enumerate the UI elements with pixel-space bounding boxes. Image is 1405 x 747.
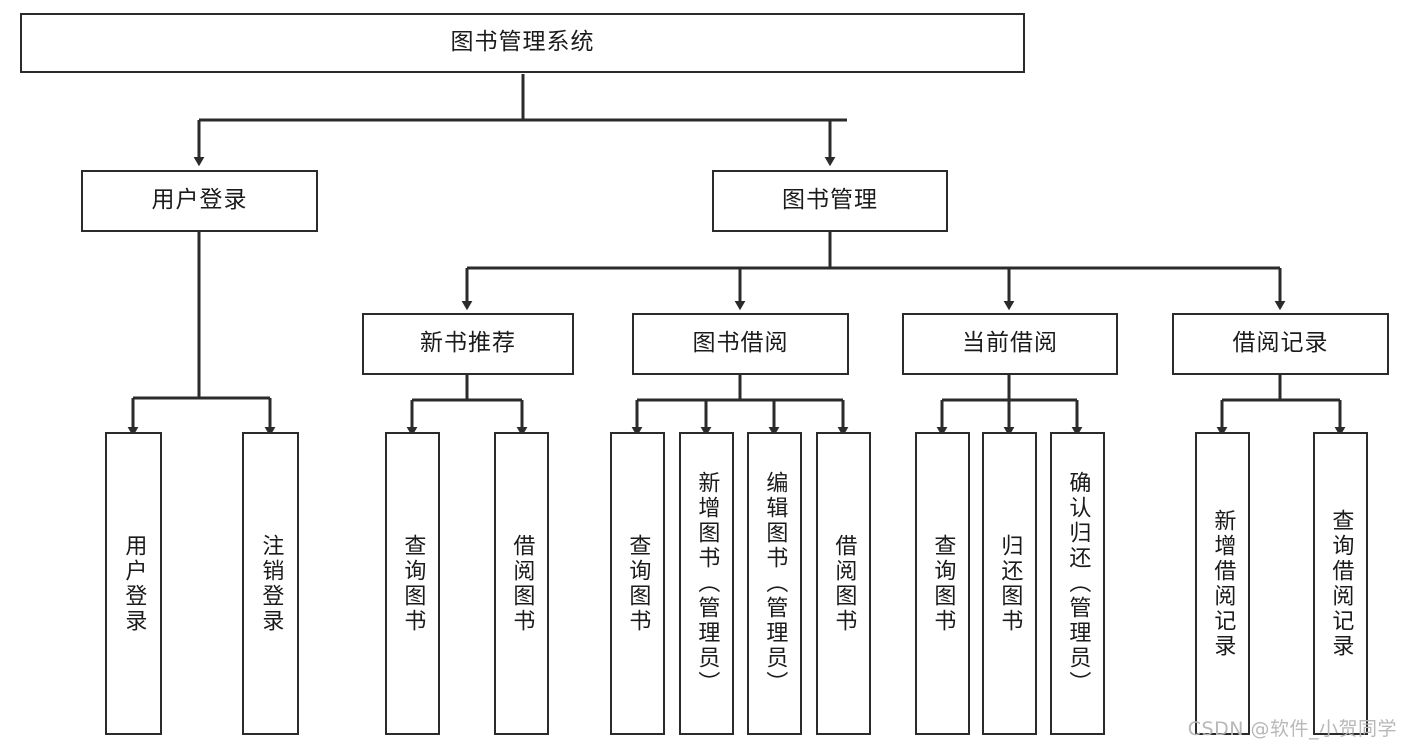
node-root[interactable]: 图书管理系统: [20, 13, 1025, 73]
node-current-borrow[interactable]: 当前借阅: [902, 313, 1118, 375]
node-leaf-query-book-cur-label: 查询图书: [930, 533, 956, 634]
node-new-book-recommend-label: 新书推荐: [420, 330, 516, 357]
node-leaf-query-book-rec[interactable]: 查询图书: [385, 432, 440, 735]
node-leaf-confirm-return-admin-label: 确认归还（管理员）: [1065, 471, 1091, 696]
node-borrow-record[interactable]: 借阅记录: [1172, 313, 1389, 375]
node-borrow-record-label: 借阅记录: [1232, 330, 1329, 357]
node-leaf-edit-book-admin[interactable]: 编辑图书（管理员）: [747, 432, 802, 735]
node-book-manage[interactable]: 图书管理: [712, 170, 948, 232]
node-leaf-query-book-brw[interactable]: 查询图书: [610, 432, 665, 735]
node-leaf-borrow-book-brw-label: 借阅图书: [831, 533, 857, 634]
node-user-login[interactable]: 用户登录: [81, 170, 318, 232]
node-leaf-add-book-admin[interactable]: 新增图书（管理员）: [679, 432, 734, 735]
node-leaf-add-borrow-record-label: 新增借阅记录: [1210, 508, 1236, 659]
node-leaf-borrow-book-rec[interactable]: 借阅图书: [494, 432, 549, 735]
node-user-login-label: 用户登录: [151, 187, 248, 214]
node-leaf-return-book[interactable]: 归还图书: [982, 432, 1037, 735]
node-leaf-return-book-label: 归还图书: [997, 533, 1023, 634]
node-root-label: 图书管理系统: [450, 29, 595, 56]
node-leaf-edit-book-admin-label: 编辑图书（管理员）: [762, 471, 788, 696]
node-leaf-add-borrow-record[interactable]: 新增借阅记录: [1195, 432, 1250, 735]
node-leaf-query-book-cur[interactable]: 查询图书: [915, 432, 970, 735]
node-leaf-query-book-brw-label: 查询图书: [625, 533, 651, 634]
node-leaf-user-login[interactable]: 用户登录: [105, 432, 162, 735]
node-leaf-confirm-return-admin[interactable]: 确认归还（管理员）: [1050, 432, 1105, 735]
node-current-borrow-label: 当前借阅: [962, 330, 1058, 357]
node-leaf-logout-login[interactable]: 注销登录: [242, 432, 299, 735]
node-new-book-recommend[interactable]: 新书推荐: [362, 313, 574, 375]
node-book-borrow[interactable]: 图书借阅: [632, 313, 849, 375]
node-leaf-add-book-admin-label: 新增图书（管理员）: [694, 471, 720, 696]
node-leaf-query-borrow-record-label: 查询借阅记录: [1328, 508, 1354, 659]
node-leaf-borrow-book-rec-label: 借阅图书: [509, 533, 535, 634]
node-leaf-query-borrow-record[interactable]: 查询借阅记录: [1313, 432, 1368, 735]
node-leaf-borrow-book-brw[interactable]: 借阅图书: [816, 432, 871, 735]
csdn-watermark: CSDN @软件_小贺同学: [1187, 718, 1397, 740]
node-leaf-query-book-rec-label: 查询图书: [400, 533, 426, 634]
node-book-borrow-label: 图书借阅: [692, 330, 789, 357]
node-leaf-user-login-label: 用户登录: [121, 533, 147, 634]
node-book-manage-label: 图书管理: [782, 187, 878, 214]
node-leaf-logout-login-label: 注销登录: [258, 533, 284, 634]
